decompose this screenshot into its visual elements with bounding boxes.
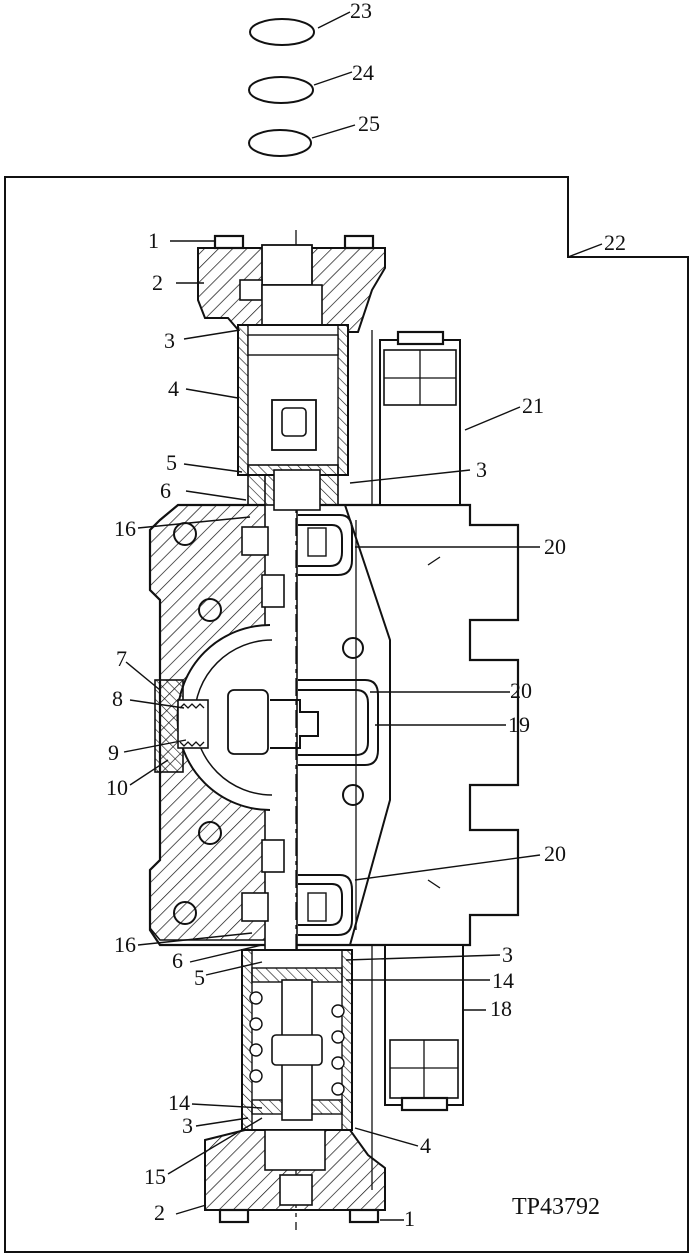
callout-20-middle: 20 (510, 678, 532, 703)
callout-22: 22 (604, 230, 626, 255)
o-ring-23 (249, 18, 315, 46)
upper-spring-housing (237, 324, 349, 511)
callout-4-bottom: 4 (420, 1133, 431, 1158)
callout-3-lower-right: 3 (502, 942, 513, 967)
solenoid-18 (371, 944, 464, 1190)
callout-7: 7 (116, 646, 127, 671)
solenoid-21 (371, 330, 461, 506)
callout-24: 24 (352, 60, 374, 85)
callout-2-top: 2 (152, 270, 163, 295)
callout-8: 8 (112, 686, 123, 711)
bottom-cap (204, 1129, 386, 1224)
callout-10: 10 (106, 775, 128, 800)
callout-25: 25 (358, 111, 380, 136)
relief-plug (154, 679, 209, 773)
callout-20-top: 20 (544, 534, 566, 559)
callout-2-bottom: 2 (154, 1200, 165, 1225)
lower-spring-housing (241, 949, 353, 1131)
callout-14-left: 14 (168, 1090, 190, 1115)
callout-18: 18 (490, 996, 512, 1021)
callout-5-top: 5 (166, 450, 177, 475)
leader-lines (123, 11, 603, 1221)
callout-1-bottom: 1 (404, 1206, 415, 1231)
callout-23: 23 (350, 0, 372, 23)
callout-6-bottom: 6 (172, 948, 183, 973)
o-ring-24 (248, 76, 314, 104)
callout-19: 19 (508, 712, 530, 737)
callout-1-top: 1 (148, 228, 159, 253)
callout-21: 21 (522, 393, 544, 418)
callout-3-upper-left: 3 (164, 328, 175, 353)
callout-6-top: 6 (160, 478, 171, 503)
callout-16-top: 16 (114, 516, 136, 541)
callout-16-bottom: 16 (114, 932, 136, 957)
callout-15: 15 (144, 1164, 166, 1189)
callout-3-upper-right: 3 (476, 457, 487, 482)
callout-4-top: 4 (168, 376, 179, 401)
callout-14-right: 14 (492, 968, 514, 993)
housing-outline (4, 176, 689, 1253)
callout-3-lower-left: 3 (182, 1113, 193, 1138)
drawing-code: TP43792 (512, 1194, 600, 1220)
callout-20-bottom: 20 (544, 841, 566, 866)
callout-9: 9 (108, 740, 119, 765)
callout-labels: 23 24 25 22 1 2 3 4 5 3 21 6 16 20 7 8 2… (106, 0, 626, 1231)
top-cap (197, 234, 386, 336)
callout-5-bottom: 5 (194, 965, 205, 990)
o-ring-25 (248, 129, 312, 157)
